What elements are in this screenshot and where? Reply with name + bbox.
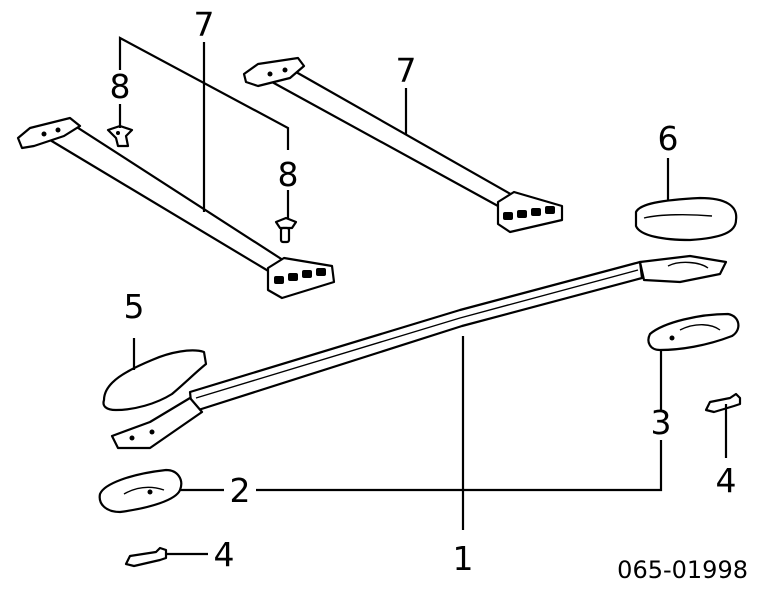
diagram-reference-number: 065-01998 bbox=[617, 556, 748, 584]
roof-rail bbox=[110, 254, 728, 450]
callout-7-left: 7 bbox=[194, 5, 215, 44]
crossbar-right bbox=[242, 56, 564, 234]
front-end-cover bbox=[102, 349, 208, 412]
crossbar-left bbox=[16, 116, 336, 300]
callout-1: 1 bbox=[453, 539, 474, 578]
callout-8-left: 8 bbox=[110, 67, 131, 106]
fastener-b bbox=[274, 216, 298, 244]
front-leg-cover bbox=[98, 468, 183, 514]
leader-lines bbox=[118, 36, 728, 556]
callout-3: 3 bbox=[651, 403, 672, 442]
rear-leg-cover bbox=[647, 312, 740, 352]
callout-2: 2 bbox=[230, 471, 251, 510]
callout-4-right: 4 bbox=[716, 461, 737, 500]
rear-end-cover bbox=[634, 196, 738, 242]
callout-8-right: 8 bbox=[278, 155, 299, 194]
callout-7-right: 7 bbox=[396, 51, 417, 90]
screw-right bbox=[704, 392, 742, 414]
callout-5: 5 bbox=[124, 287, 145, 326]
callout-6: 6 bbox=[658, 119, 679, 158]
callout-4-left: 4 bbox=[214, 535, 235, 574]
fastener-a bbox=[106, 124, 134, 148]
screw-left bbox=[124, 546, 168, 568]
callout-labels: 1 2 3 4 4 5 6 7 7 8 8 bbox=[110, 5, 737, 578]
